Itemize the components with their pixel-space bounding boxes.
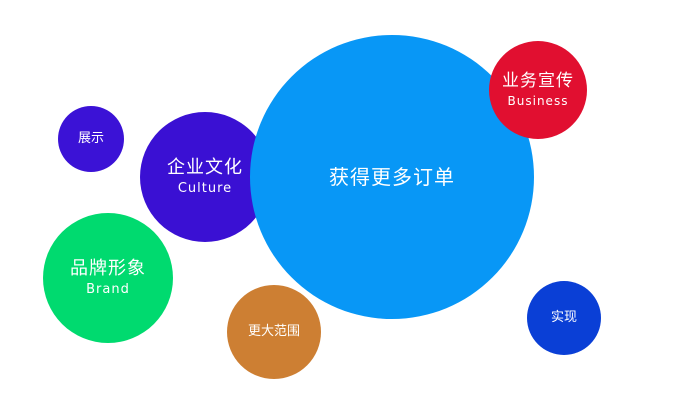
bubble-center: 获得更多订单 [250, 35, 534, 319]
bubble-brand: 品牌形象 Brand [43, 213, 173, 343]
bubble-zhanshi: 展示 [58, 106, 124, 172]
bubble-scope-label: 更大范围 [247, 323, 300, 339]
bubble-culture-label: 企业文化 [167, 157, 243, 178]
bubble-zhanshi-label: 展示 [77, 130, 104, 146]
bubble-business: 业务宣传 Business [489, 41, 587, 139]
bubble-business-label: 业务宣传 [502, 71, 574, 92]
bubble-realize-label: 实现 [550, 309, 577, 325]
bubble-business-sublabel: Business [507, 93, 569, 108]
bubble-center-label: 获得更多订单 [329, 164, 455, 189]
bubble-scope: 更大范围 [227, 285, 321, 379]
bubble-culture: 企业文化 Culture [140, 112, 270, 242]
bubble-realize: 实现 [527, 281, 601, 355]
bubble-brand-label: 品牌形象 [70, 258, 146, 279]
bubble-brand-sublabel: Brand [86, 281, 130, 297]
bubble-culture-sublabel: Culture [177, 180, 233, 196]
